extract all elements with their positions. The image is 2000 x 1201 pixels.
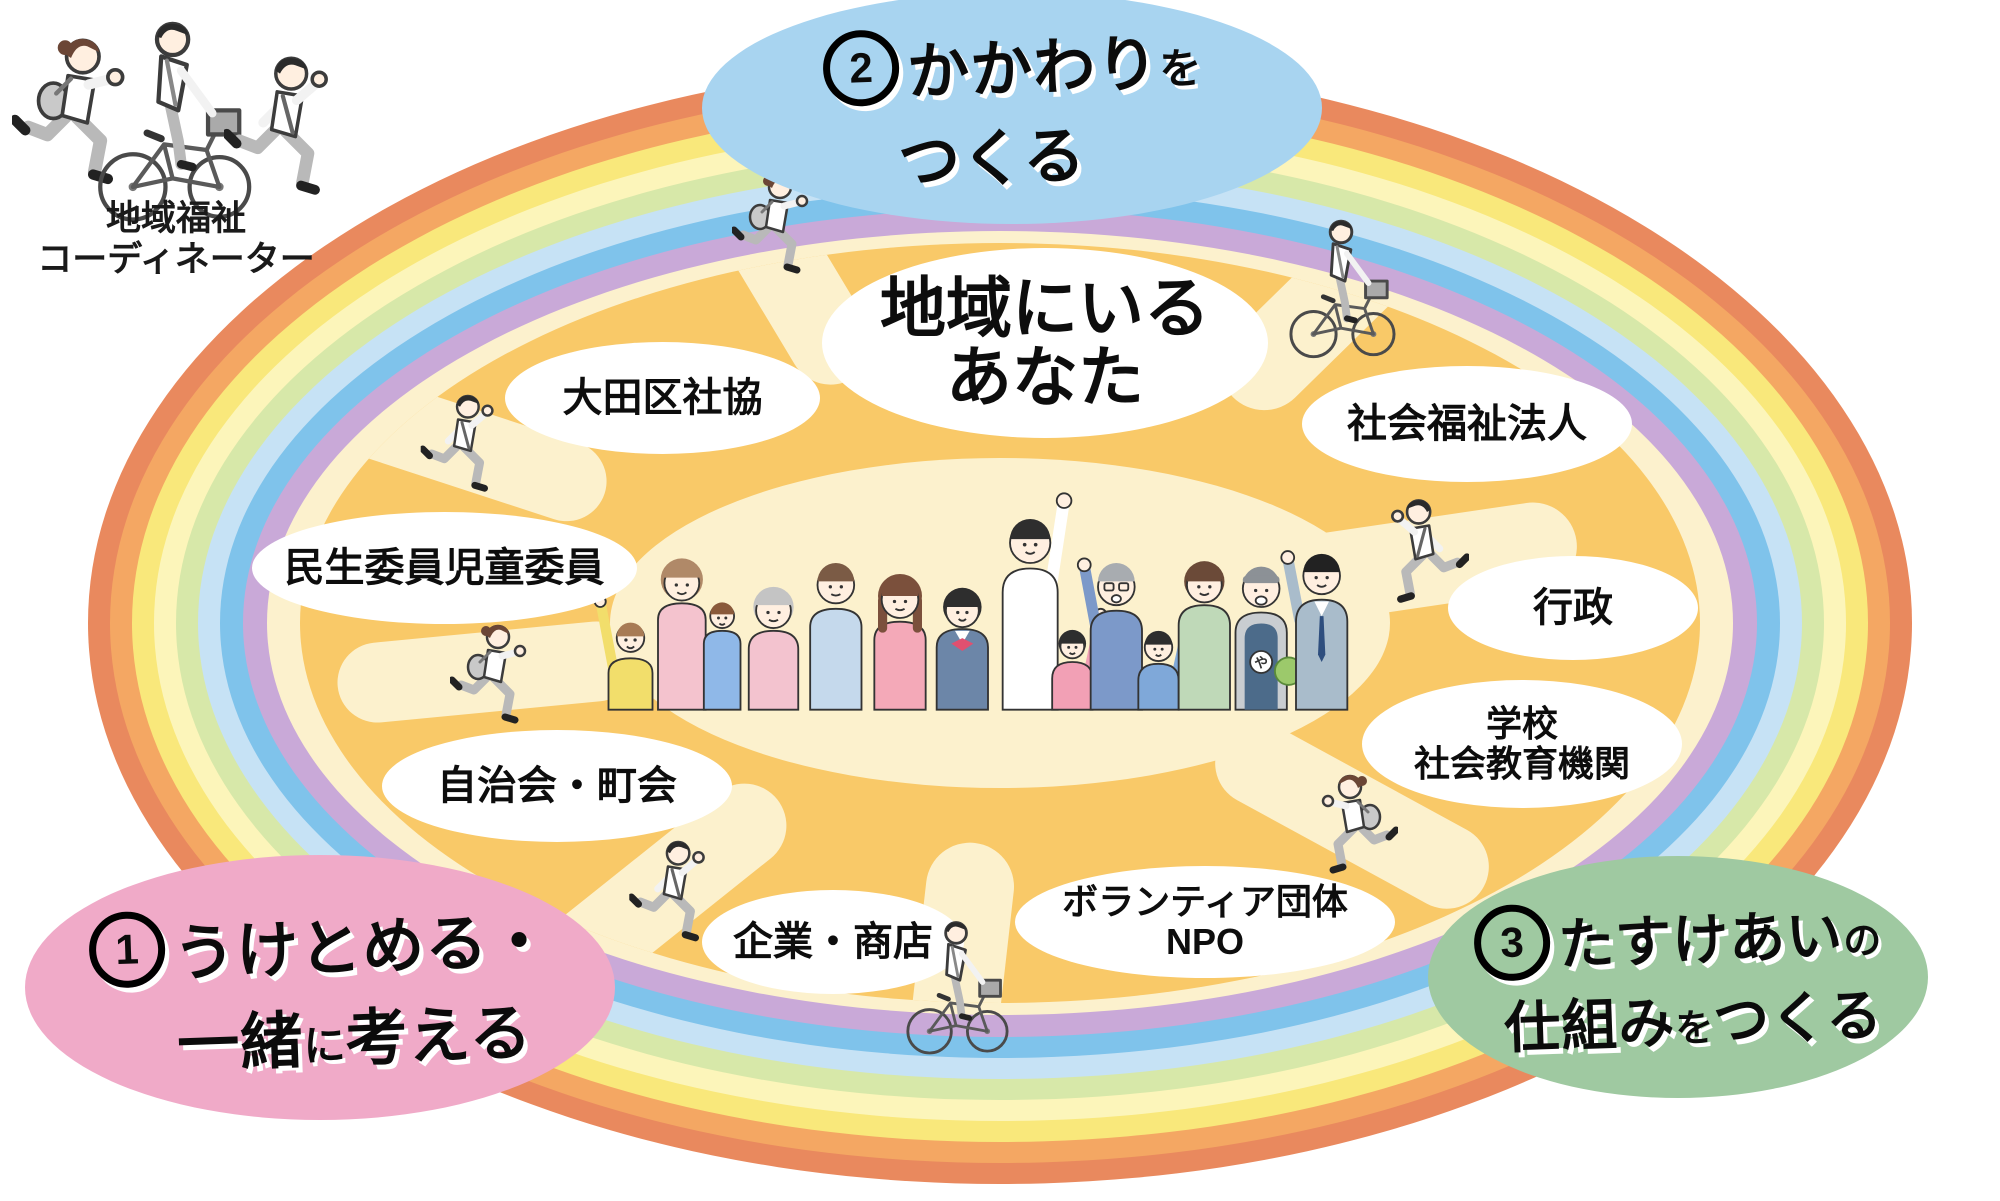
org-label: 自治会・町会 [437, 763, 677, 808]
coordinator-runner-woman-right [1318, 772, 1398, 884]
grocer-logo-text: や [1254, 656, 1268, 671]
step2-line1: 2 かかわり を [821, 11, 1203, 114]
coordinator-runner-man-left [420, 392, 500, 502]
org-label: 行政 [1533, 585, 1613, 630]
coordinator-runner-woman-left [450, 622, 530, 734]
coordinator-runner-man-legend [224, 50, 336, 212]
org-oval-minsei-jido-iin: 民生委員児童委員 [252, 512, 637, 624]
step3-number: 3 [1473, 902, 1552, 982]
coordinator-label-line2: コーディネーター [37, 240, 315, 280]
org-oval-ota-shakyo: 大田区社協 [505, 342, 820, 454]
step1-number: 1 [87, 909, 167, 989]
org-oval-kigyo-shoten: 企業・商店 [702, 890, 964, 994]
step2-number: 2 [821, 28, 901, 108]
org-label: NPO [1165, 921, 1244, 962]
org-oval-gakko-shakai-kyoiku: 学校 社会教育機関 [1362, 680, 1682, 808]
step2-oval-create-connections: 2 かかわり を つくる [702, 0, 1322, 224]
coordinator-runner-man-bottom-left [628, 838, 712, 952]
org-label: 大田区社協 [562, 375, 763, 420]
coordinator-runner-man-right [1385, 496, 1469, 614]
org-oval-volunteer-npo: ボランティア団体 NPO [1015, 866, 1395, 978]
step3-line2: 仕組み を つくる [1502, 983, 1884, 1060]
coordinator-group-label: 地域福祉 コーディネーター [8, 198, 344, 281]
org-label: 社会教育機関 [1413, 743, 1630, 784]
org-label: 学校 [1485, 702, 1558, 744]
center-oval-you-in-community: 地域にいる あなた [822, 248, 1268, 438]
step1-line1: 1 うけとめる・ [87, 889, 553, 995]
org-label: 企業・商店 [733, 919, 933, 964]
step3-line1: 3 たすけあい の [1473, 889, 1883, 984]
coordinator-cyclist-bottom [905, 908, 1009, 1060]
step1-oval-accept-think-together: 1 うけとめる・ 一緒 に 考える [25, 855, 615, 1120]
community-residents-illustration: や [593, 492, 1349, 711]
center-label-line2: あなた [946, 340, 1144, 414]
org-label: 社会福祉法人 [1347, 401, 1587, 446]
org-oval-gyosei: 行政 [1448, 556, 1698, 660]
center-label-line1: 地域にいる [880, 270, 1210, 345]
step3-oval-build-mutual-aid: 3 たすけあい の 仕組み を つくる [1428, 856, 1928, 1098]
coordinator-label-line1: 地域福祉 [105, 199, 246, 238]
org-label: ボランティア団体 [1062, 880, 1348, 922]
step1-line2: 一緒 に 考える [176, 998, 534, 1080]
step2-line2: つくる [897, 121, 1088, 198]
org-oval-jichikai-chokai: 自治会・町会 [382, 730, 732, 842]
coordinator-cyclist-top-right [1288, 202, 1396, 368]
org-oval-shakai-fukushi-hojin: 社会福祉法人 [1302, 366, 1632, 482]
org-label: 民生委員児童委員 [284, 545, 605, 590]
